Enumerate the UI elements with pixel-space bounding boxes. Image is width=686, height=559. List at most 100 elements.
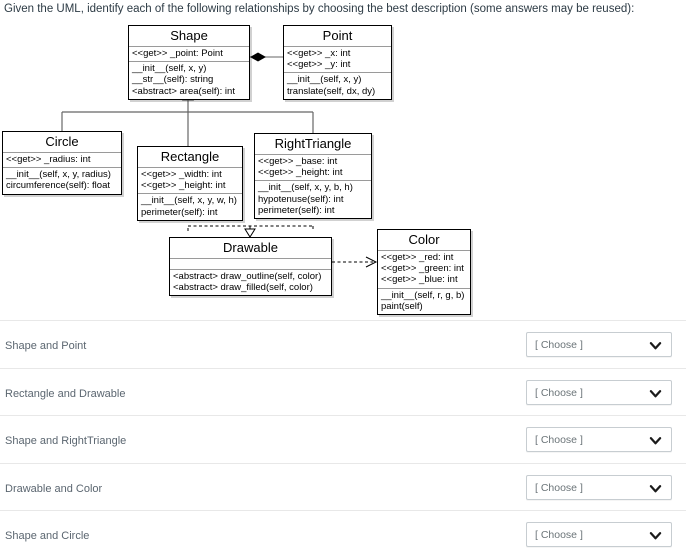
attribute-row: <<get>> _base: int bbox=[258, 156, 338, 167]
realization-arrowhead bbox=[244, 228, 256, 238]
method-row: <abstract> draw_outline(self, color) bbox=[173, 271, 322, 282]
divider bbox=[129, 61, 249, 63]
question-row: Shape and Circle [ Choose ] bbox=[0, 510, 686, 558]
divider bbox=[129, 46, 249, 47]
attribute-row: <<get>> _green: int bbox=[381, 263, 464, 275]
select-value: [ Choose ] bbox=[535, 481, 583, 494]
chevron-down-icon bbox=[649, 339, 662, 352]
attribute-row: <<get>> _height: int bbox=[258, 167, 343, 179]
attributes-compartment: <<get>> _base: int <<get>> _height: int bbox=[255, 155, 371, 180]
method-row: perimeter(self): int bbox=[258, 204, 335, 216]
answer-select-shape-and-circle[interactable]: [ Choose ] bbox=[526, 522, 672, 547]
chevron-down-icon bbox=[649, 482, 662, 495]
answer-select-drawable-and-color[interactable]: [ Choose ] bbox=[526, 474, 672, 500]
select-value: [ Choose ] bbox=[535, 434, 583, 446]
methods-compartment: __init__(self, x, y, radius) circumferen… bbox=[3, 168, 121, 193]
divider bbox=[170, 269, 331, 270]
attribute-row: <<get>> _y: int bbox=[287, 59, 351, 71]
method-row: paint(self) bbox=[381, 300, 423, 312]
attributes-compartment: <<get>> _radius: int bbox=[3, 153, 121, 167]
question-row: Shape and RightTriangle [ Choose ] bbox=[0, 415, 686, 463]
inheritance-tree bbox=[61, 100, 314, 146]
question-label: Shape and Circle bbox=[5, 530, 90, 542]
question-row: Drawable and Color [ Choose ] bbox=[0, 462, 686, 511]
method-row: <abstract> area(self): int bbox=[132, 85, 235, 97]
uml-class-drawable: Drawable <abstract> draw_outline(self, c… bbox=[169, 237, 332, 297]
attributes-compartment bbox=[170, 259, 331, 269]
question-label: Drawable and Color bbox=[5, 482, 103, 495]
divider bbox=[138, 193, 242, 195]
attribute-row: <<get>> _blue: int bbox=[381, 274, 458, 286]
methods-compartment: __init__(self, x, y) __str__(self): stri… bbox=[129, 62, 249, 99]
chevron-down-icon bbox=[649, 434, 662, 447]
chevron-down-icon bbox=[649, 529, 662, 542]
dependency-drawable-color bbox=[332, 256, 378, 268]
method-row: translate(self, dx, dy) bbox=[287, 85, 376, 97]
method-row: __init__(self, x, y, radius) bbox=[6, 169, 111, 181]
uml-class-shape: Shape <<get>> _point: Point __init__(sel… bbox=[128, 25, 250, 100]
method-row: __init__(self, x, y, w, h) bbox=[141, 195, 237, 207]
method-row: __init__(self, x, y) bbox=[287, 74, 362, 86]
class-title: RightTriangle bbox=[274, 136, 352, 151]
matching-question-list: Shape and Point [ Choose ] Rectangle and… bbox=[0, 320, 686, 558]
uml-class-righttriangle: RightTriangle <<get>> _base: int <<get>>… bbox=[254, 133, 372, 220]
class-title: Drawable bbox=[223, 240, 278, 255]
attributes-compartment: <<get>> _x: int <<get>> _y: int bbox=[284, 47, 391, 72]
uml-class-point: Point <<get>> _x: int <<get>> _y: int __… bbox=[283, 25, 392, 100]
question-label: Shape and RightTriangle bbox=[5, 435, 127, 447]
uml-class-circle: Circle <<get>> _radius: int __init__(sel… bbox=[2, 131, 122, 195]
method-row: perimeter(self): int bbox=[141, 206, 218, 218]
divider bbox=[378, 250, 470, 251]
attribute-row: <<get>> _height: int bbox=[141, 180, 226, 192]
methods-compartment: __init__(self, x, y) translate(self, dx,… bbox=[284, 73, 391, 98]
class-title: Shape bbox=[170, 28, 208, 43]
select-value: [ Choose ] bbox=[535, 386, 583, 399]
answer-select-rectangle-and-drawable[interactable]: [ Choose ] bbox=[526, 379, 672, 405]
attribute-row: <<get>> _x: int bbox=[287, 48, 351, 59]
method-row: __init__(self, x, y, b, h) bbox=[258, 182, 353, 194]
method-row: hypotenuse(self): int bbox=[258, 193, 344, 205]
divider bbox=[255, 180, 371, 182]
divider bbox=[284, 46, 391, 47]
question-label: Shape and Point bbox=[5, 340, 87, 352]
divider bbox=[3, 167, 121, 169]
method-row: __init__(self, x, y) bbox=[132, 63, 207, 75]
select-value: [ Choose ] bbox=[535, 339, 583, 351]
uml-connectors bbox=[61, 52, 378, 268]
attributes-compartment: <<get>> _point: Point bbox=[129, 47, 249, 61]
answer-select-shape-and-righttriangle[interactable]: [ Choose ] bbox=[526, 427, 672, 452]
method-row: <abstract> draw_filled(self, color) bbox=[173, 282, 313, 294]
methods-compartment: __init__(self, x, y, b, h) hypotenuse(se… bbox=[255, 181, 371, 218]
uml-class-rectangle: Rectangle <<get>> _width: int <<get>> _h… bbox=[137, 146, 243, 221]
divider bbox=[284, 72, 391, 74]
class-title: Circle bbox=[45, 134, 79, 149]
divider bbox=[170, 258, 331, 259]
attribute-row: <<get>> _point: Point bbox=[132, 48, 223, 59]
method-row: __init__(self, r, g, b) bbox=[381, 289, 465, 301]
divider bbox=[378, 287, 470, 289]
class-title: Point bbox=[322, 28, 353, 43]
attribute-row: <<get>> _red: int bbox=[381, 252, 454, 263]
composition-shape-point bbox=[250, 52, 283, 62]
divider bbox=[3, 152, 121, 153]
class-title: Color bbox=[408, 232, 440, 247]
question-row: Shape and Point [ Choose ] bbox=[0, 320, 686, 368]
method-row: __str__(self): string bbox=[132, 74, 214, 86]
chevron-down-icon bbox=[649, 387, 662, 400]
methods-compartment: <abstract> draw_outline(self, color) <ab… bbox=[170, 270, 331, 295]
uml-diagram: Shape <<get>> _point: Point __init__(sel… bbox=[0, 18, 686, 318]
question-label: Rectangle and Drawable bbox=[5, 387, 126, 400]
divider bbox=[138, 167, 242, 168]
answer-select-shape-and-point[interactable]: [ Choose ] bbox=[526, 332, 672, 357]
attribute-row: <<get>> _radius: int bbox=[6, 154, 91, 165]
class-title: Rectangle bbox=[160, 149, 220, 164]
select-value: [ Choose ] bbox=[535, 529, 583, 541]
attribute-row: <<get>> _width: int bbox=[141, 169, 222, 180]
question-row: Rectangle and Drawable [ Choose ] bbox=[0, 367, 686, 416]
methods-compartment: __init__(self, x, y, w, h) perimeter(sel… bbox=[138, 194, 242, 219]
question-prompt: Given the UML, identify each of the foll… bbox=[4, 3, 635, 15]
method-row: circumference(self): float bbox=[6, 180, 111, 192]
methods-compartment: __init__(self, r, g, b) paint(self) bbox=[378, 289, 470, 314]
attributes-compartment: <<get>> _red: int <<get>> _green: int <<… bbox=[378, 251, 470, 288]
attributes-compartment: <<get>> _width: int <<get>> _height: int bbox=[138, 168, 242, 193]
